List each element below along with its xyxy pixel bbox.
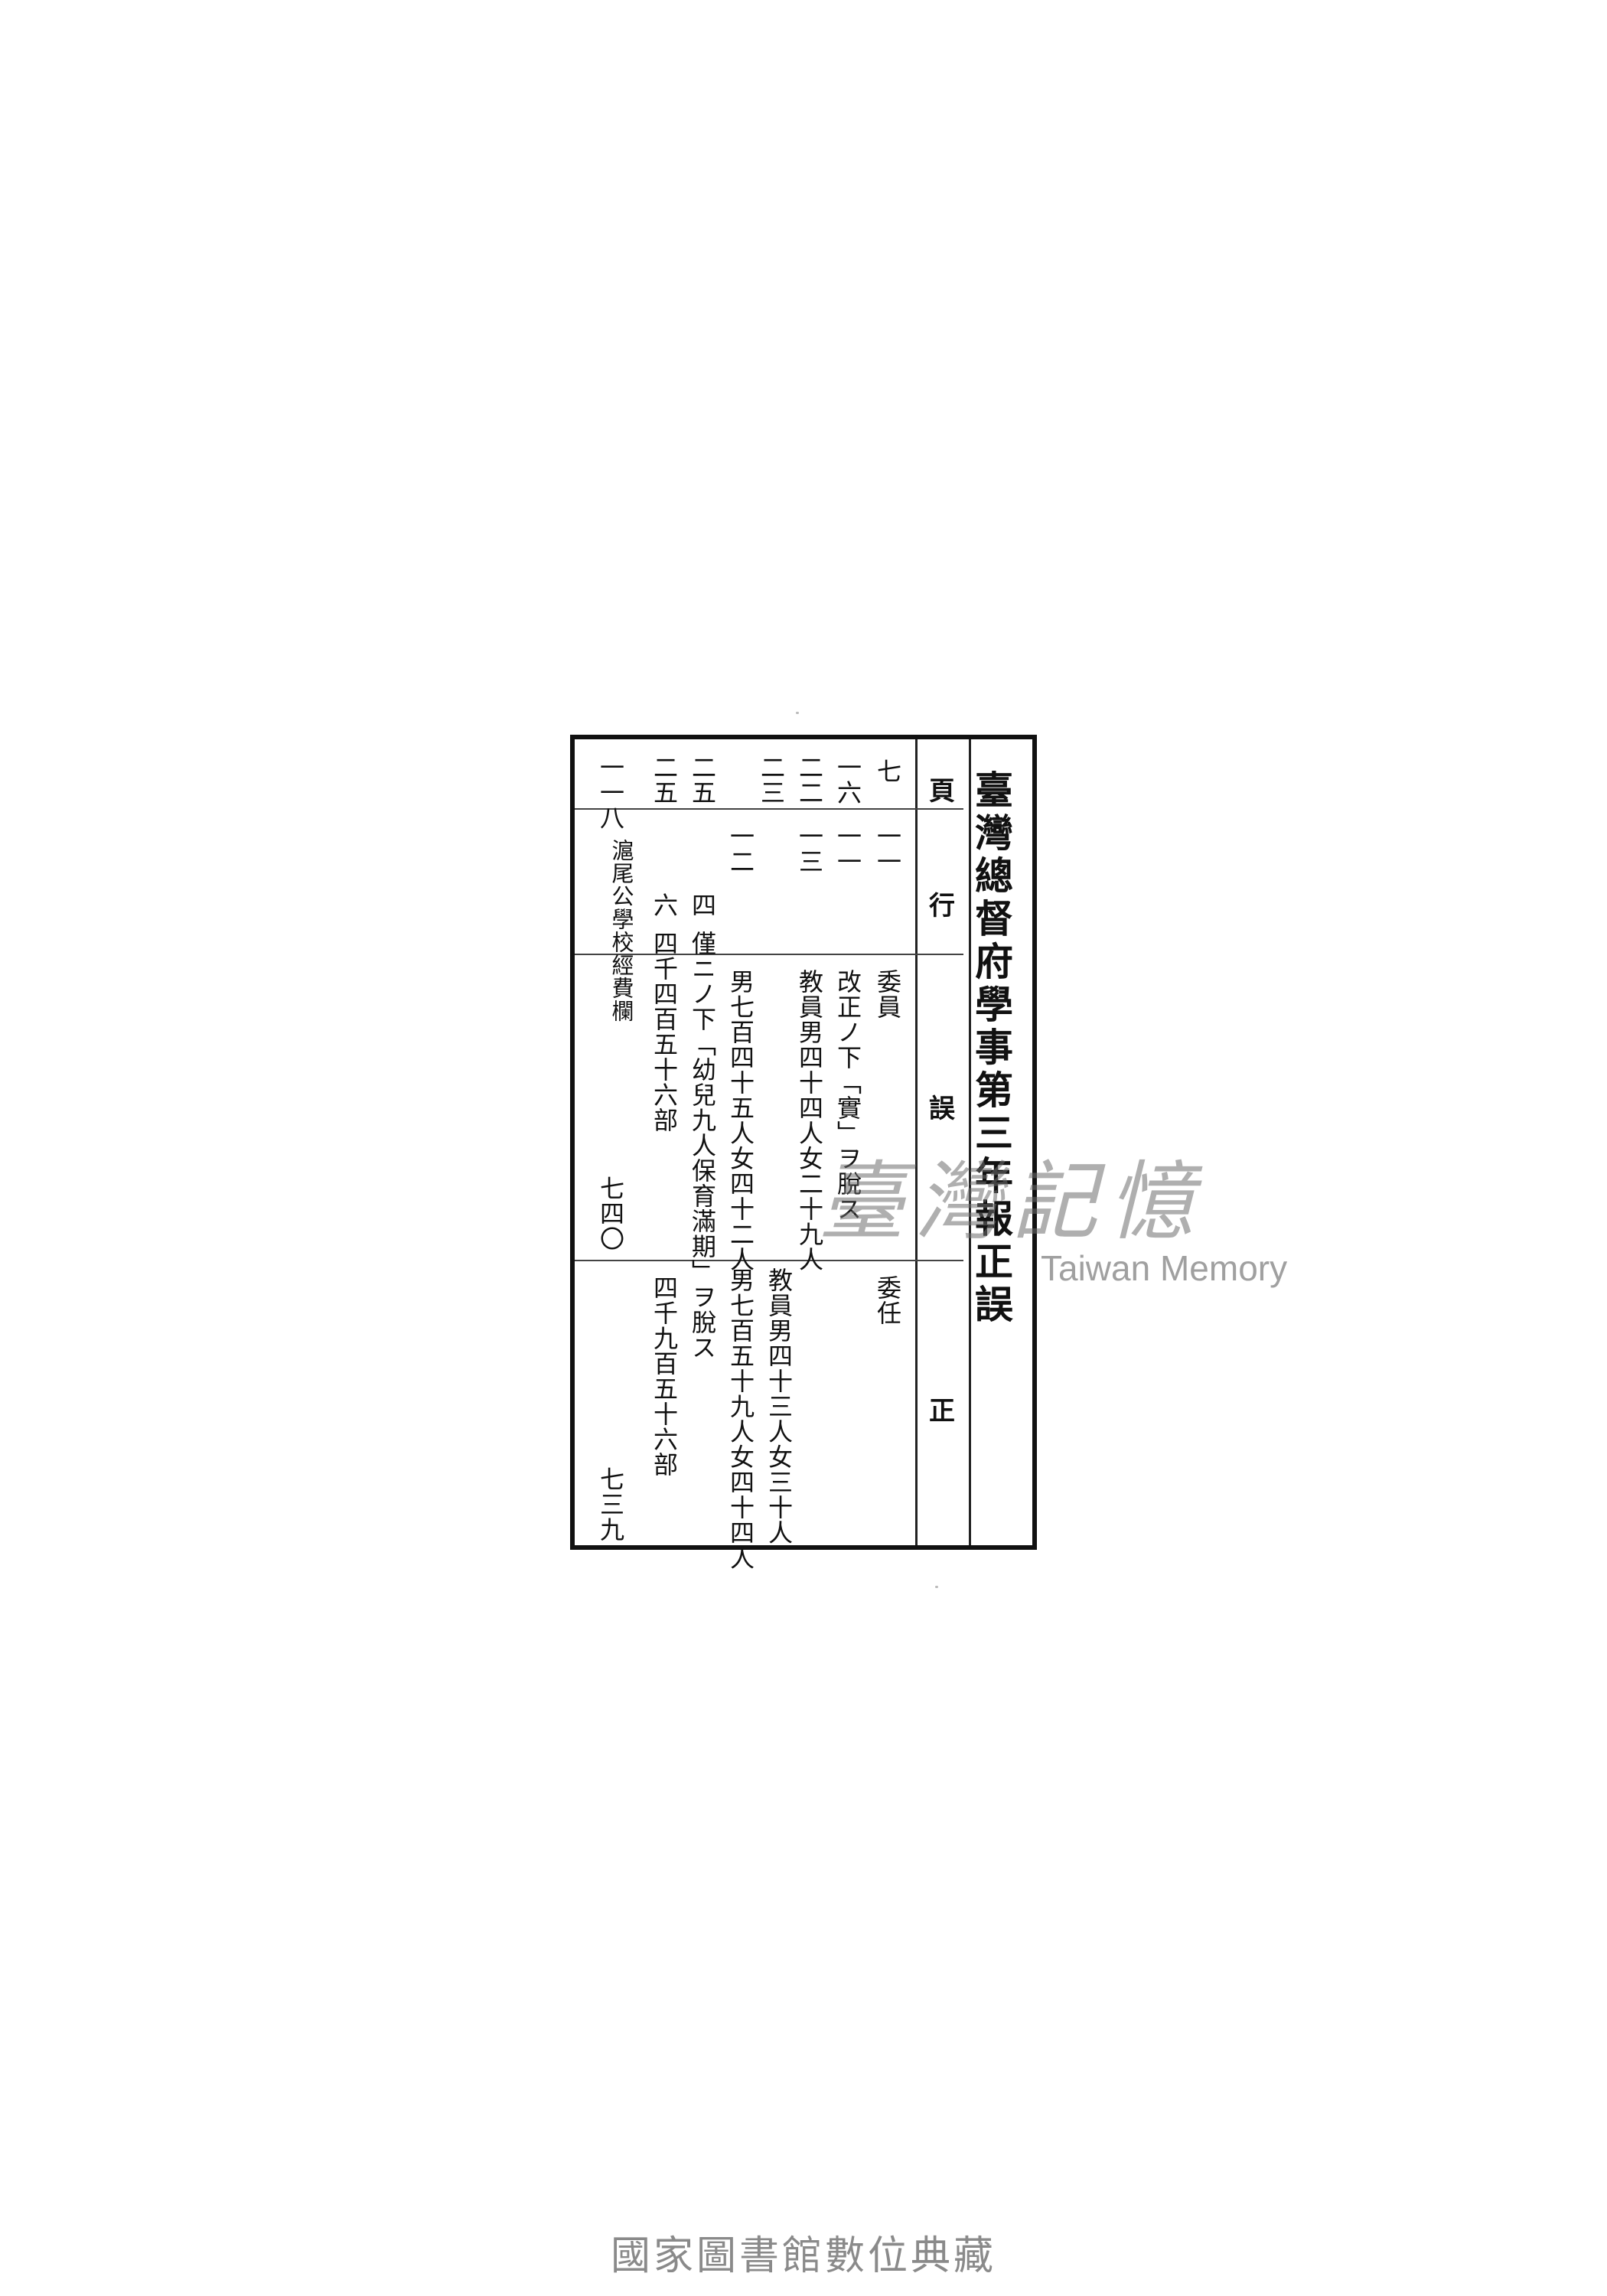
row-correct: 教員男四十三人女三十人 xyxy=(764,1267,794,1545)
row-error: 男七百四十五人女四十二人 xyxy=(726,969,755,1272)
row-error: 七四〇 xyxy=(596,1176,625,1251)
row-page: 七 xyxy=(873,758,902,784)
row-line: 四 xyxy=(688,892,717,918)
row-page: 二三 xyxy=(757,755,786,805)
row-line: 一一 xyxy=(833,823,862,874)
archive-footer-label: 國家圖書館數位典藏 xyxy=(610,2233,996,2279)
row-correct: 男七百五十九人女四十四人 xyxy=(726,1267,755,1570)
row-correct: 委任 xyxy=(873,1275,902,1326)
paper-speck xyxy=(935,1586,938,1588)
row-line: 一一 xyxy=(873,823,902,874)
line-error-divider xyxy=(575,954,963,955)
watermark-latin-text: Taiwan Memory xyxy=(1041,1248,1288,1288)
header-line: 行 xyxy=(929,891,955,921)
error-correct-divider xyxy=(575,1260,963,1261)
row-page: 一六 xyxy=(833,755,862,805)
row-page: 二五 xyxy=(650,755,679,805)
row-line: 一二 xyxy=(726,823,755,874)
row-line: 一三 xyxy=(795,823,824,874)
header-divider xyxy=(915,739,918,1545)
row-correct: 七三九 xyxy=(596,1466,625,1542)
row-page: 二五 xyxy=(688,755,717,805)
header-correct: 正 xyxy=(929,1396,955,1427)
errata-table: 臺灣總督府學事第三年報正誤 頁 行 誤 正 七 一一 委員 委任 一六 一一 改… xyxy=(570,735,1037,1570)
page-line-divider xyxy=(575,808,963,810)
row-error: 教員男四十四人女二十九人 xyxy=(795,969,824,1272)
row-page: 二二 xyxy=(795,755,824,805)
row-error: 僅ニノ下「幼兒九人保育滿期」ヲ脫ス xyxy=(688,931,717,1360)
row-error: 四千四百五十六部 xyxy=(650,931,679,1133)
row-error: 委員 xyxy=(873,969,902,1019)
row-error: 改正ノ下「實」ヲ脫ス xyxy=(833,969,862,1221)
row-correct: 四千九百五十六部 xyxy=(650,1275,679,1477)
row-page: 一一八 xyxy=(596,755,625,830)
row-line: 滬尾公學校經費欄 xyxy=(608,839,634,1022)
header-error: 誤 xyxy=(929,1094,955,1124)
header-page: 頁 xyxy=(929,776,955,807)
row-line: 六 xyxy=(650,892,679,918)
document-title: 臺灣總督府學事第三年報正誤 xyxy=(969,770,1014,1327)
title-divider xyxy=(969,739,971,1545)
paper-speck xyxy=(796,712,799,714)
